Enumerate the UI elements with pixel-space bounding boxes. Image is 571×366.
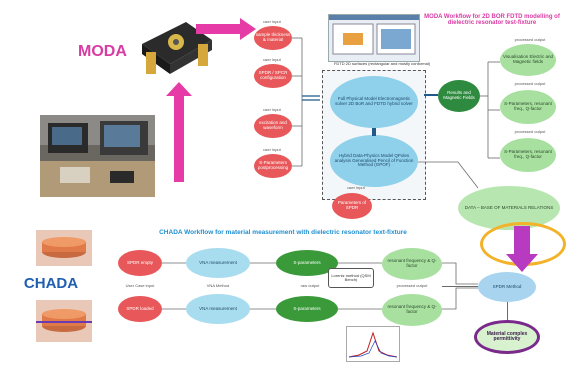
processed-output-2: S-Parameters, resonant freq., Q-factor xyxy=(500,90,556,124)
resonant-freq-text-1: resonant frequency & Q-factor xyxy=(387,258,437,268)
output-node: Results and Magnetic Fields xyxy=(438,80,480,112)
spdr-loaded-node: SPDR loaded xyxy=(118,296,162,322)
resonant-freq-text-2: resonant frequency & Q-factor xyxy=(387,304,437,314)
lab-photo xyxy=(40,115,155,197)
chada-label: CHADA xyxy=(23,275,79,292)
spdr-loaded-text: SPDR loaded xyxy=(126,305,154,311)
processed-output-3-text: S-Parameters, resonant freq., Q-factor xyxy=(504,149,552,159)
resonant-to-method-connector xyxy=(442,286,478,287)
pink-arrow-down xyxy=(506,226,538,272)
fdtd-box-title: FDTD 2D surfaces (rectangular and mostly… xyxy=(333,61,431,66)
row1-label-3: raw output xyxy=(300,283,320,288)
input-spdr-config-node: SPDR / SPCR configuration xyxy=(254,64,292,88)
processed-output-2-text: S-Parameters, resonant freq., Q-factor xyxy=(504,101,552,111)
user-input-label-4: user input xyxy=(263,147,281,152)
moda-label: MODA xyxy=(78,43,127,60)
result-node: Material complex permittivity xyxy=(474,320,540,354)
sparameters-node-2: S-parameters xyxy=(276,296,338,322)
processed-label-3: processed output xyxy=(514,129,546,134)
output-node-text: Results and Magnetic Fields xyxy=(443,90,475,100)
vna-measurement-node-1: VNA measurement xyxy=(186,248,250,278)
hybrid-to-data-connector xyxy=(418,160,488,190)
full-physical-text: Full Physical Model Electromagnetic solv… xyxy=(335,96,413,106)
input-sparams-text: S-Parameters postprocessing xyxy=(257,160,289,170)
input-sample-text: sample thickness & material xyxy=(255,32,291,42)
chada-connectors xyxy=(160,256,490,336)
row1-label-2: VNA Method xyxy=(206,283,230,288)
pink-arrow-right xyxy=(196,18,256,40)
spdr-fixture-image xyxy=(136,14,218,86)
lorentz-method-node: Lorentz method (QSM Bench) xyxy=(328,268,374,288)
param-input-text: Parameters of SPDR xyxy=(337,200,367,210)
spdr-method-node: SPDR Method xyxy=(478,272,536,302)
fdtd-screenshot xyxy=(328,14,420,62)
moda-workflow-title: MODA Workflow for 2D BOR FDTD modelling … xyxy=(424,14,560,27)
spdr-empty-text: SPDR empty xyxy=(126,259,153,265)
user-input-label-1: user input xyxy=(263,19,281,24)
processed-output-1-text: Visualisation Electric and Magnetic fiel… xyxy=(503,54,553,64)
pink-arrow-up xyxy=(166,82,192,182)
user-input-label-5: user input xyxy=(347,185,365,190)
processed-label-2: processed output xyxy=(514,81,546,86)
database-text: DATA – BASE OF MATERIALS RELATIONS xyxy=(464,204,554,210)
input-excitation-text: excitation and waveform xyxy=(259,120,287,130)
result-text: Material complex permittivity xyxy=(486,330,528,342)
method-to-result-connector xyxy=(507,302,508,320)
processed-output-1: Visualisation Electric and Magnetic fiel… xyxy=(500,44,556,76)
sparameters-node-1: S-parameters xyxy=(276,250,338,276)
row1-label-1: User Case input xyxy=(125,283,155,288)
output-connector xyxy=(424,94,438,96)
vna-measurement-text-1: VNA measurement xyxy=(199,259,237,265)
input-spdr-config-text: SPDR / SPCR configuration xyxy=(258,70,288,80)
vna-measurement-node-2: VNA measurement xyxy=(186,294,250,324)
hybrid-text: Hybrid Data-Physics Model QPoles analysi… xyxy=(334,152,414,168)
input-connectors xyxy=(292,36,320,168)
param-input-node: Parameters of SPDR xyxy=(332,193,372,219)
spdr-method-text: SPDR Method xyxy=(492,283,522,289)
input-sparams-node: S-Parameters postprocessing xyxy=(254,154,292,178)
row1-label-4: processed output xyxy=(396,283,428,288)
resonant-freq-node-2: resonant frequency & Q-factor xyxy=(382,294,442,326)
input-sample-node: sample thickness & material xyxy=(254,26,292,50)
resonant-freq-node-1: resonant frequency & Q-factor xyxy=(382,248,442,280)
input-excitation-node: excitation and waveform xyxy=(254,114,292,138)
user-input-label-2: user input xyxy=(263,57,281,62)
process-connector xyxy=(372,128,376,136)
sparameters-text-1: S-parameters xyxy=(293,259,321,265)
resonance-plot xyxy=(346,326,400,362)
chada-sample-image-bottom xyxy=(36,300,92,342)
chada-workflow-title: CHADA Workflow for material measurement … xyxy=(159,229,407,236)
processed-output-3: S-Parameters, resonant freq., Q-factor xyxy=(500,138,556,172)
sparameters-text-2: S-parameters xyxy=(293,305,321,311)
processed-label-1: processed output xyxy=(514,37,546,42)
vna-measurement-text-2: VNA measurement xyxy=(199,305,237,311)
user-input-label-3: user input xyxy=(263,107,281,112)
lorentz-method-text: Lorentz method (QSM Bench) xyxy=(331,272,371,282)
output-fan xyxy=(480,54,500,164)
full-physical-node: Full Physical Model Electromagnetic solv… xyxy=(330,76,418,128)
spdr-empty-node: SPDR empty xyxy=(118,250,162,276)
chada-sample-image-top xyxy=(36,230,92,266)
hybrid-node: Hybrid Data-Physics Model QPoles analysi… xyxy=(330,135,418,187)
